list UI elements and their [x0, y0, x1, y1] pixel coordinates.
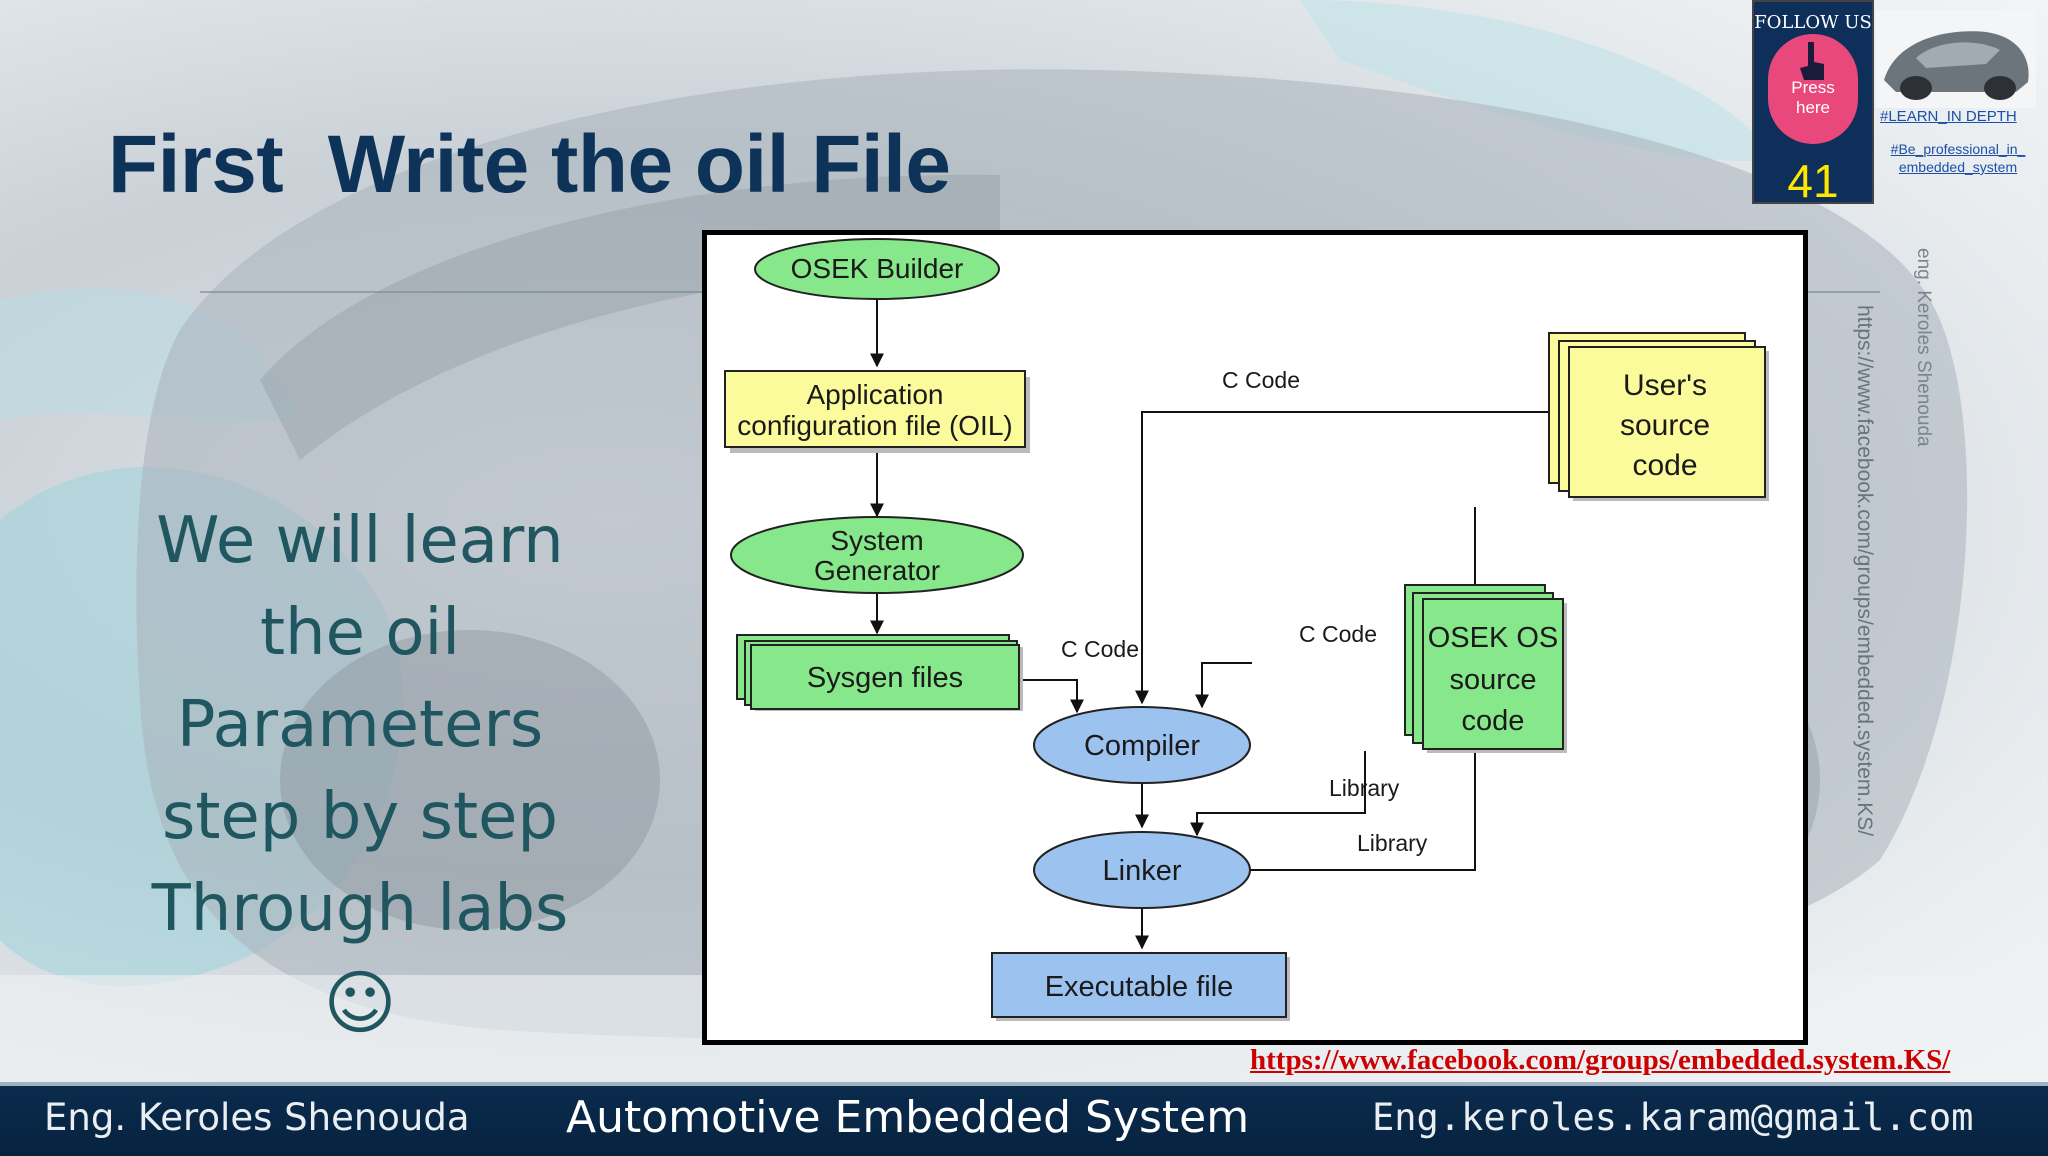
system-generator-node	[730, 516, 1024, 594]
vertical-name-watermark: eng. Keroles Shenouda	[1913, 248, 1934, 447]
users-source-label-1: User's	[1623, 369, 1707, 402]
compiler-label: Compiler	[1084, 730, 1200, 762]
footer-course: Automotive Embedded System	[566, 1092, 1250, 1143]
edge-label-library: Library	[1357, 830, 1428, 856]
body-line: Through labs	[151, 872, 569, 946]
slide-title: First Write the oil File	[108, 119, 951, 210]
users-source-label-3: code	[1632, 449, 1697, 482]
linker-node	[1033, 831, 1251, 909]
app-config-label-1: Application	[807, 379, 944, 410]
body-text: We will learn the oil Parameters step by…	[100, 495, 620, 1051]
osek-build-flow-diagram: OSEK Builder Application configuration f…	[702, 230, 1808, 1045]
sysgen-files-label: Sysgen files	[807, 662, 963, 694]
osek-os-label-3: code	[1462, 705, 1525, 737]
press-here-label: Press here	[1768, 78, 1858, 118]
hand-pointer-icon	[1800, 42, 1824, 80]
users-source-code-node	[1548, 332, 1769, 501]
tag-line: embedded_system	[1898, 159, 2018, 175]
smiley-icon: ☺	[323, 962, 397, 1044]
sysgen-files-node	[736, 634, 1023, 711]
edge-label-c-code: C Code	[1299, 621, 1377, 647]
system-generator-label-1: System	[830, 525, 923, 556]
body-line: step by step	[161, 780, 559, 854]
linker-label: Linker	[1103, 855, 1182, 887]
learn-in-depth-tag[interactable]: #LEARN_IN DEPTH	[1880, 108, 2017, 125]
edge-label-c-code: C Code	[1222, 367, 1300, 393]
footer-email: Eng.keroles.karam@gmail.com	[1372, 1096, 1974, 1139]
footer-author: Eng. Keroles Shenouda	[44, 1096, 470, 1139]
compiler-node	[1033, 706, 1251, 784]
executable-label: Executable file	[1045, 971, 1234, 1003]
follow-us-label: FOLLOW US	[1754, 12, 1872, 33]
osek-builder-label: OSEK Builder	[791, 253, 964, 284]
app-config-node	[724, 370, 1026, 448]
car-engine-thumbnail	[1876, 10, 2036, 108]
osek-builder-node	[754, 238, 1000, 300]
osek-os-source-node	[1404, 584, 1567, 753]
system-generator-label-2: Generator	[814, 555, 940, 586]
executable-node	[991, 952, 1287, 1018]
osek-os-label-1: OSEK OS	[1428, 622, 1559, 654]
footer-bar: Eng. Keroles Shenouda Automotive Embedde…	[0, 1082, 2048, 1156]
edge-label-c-code: C Code	[1061, 636, 1139, 662]
page-number: 41	[1787, 155, 1839, 207]
users-source-label-2: source	[1620, 409, 1710, 442]
body-line: the oil	[259, 596, 461, 670]
body-line: Parameters	[176, 688, 544, 762]
app-config-label-2: configuration file (OIL)	[737, 410, 1012, 441]
be-professional-tag[interactable]: #Be_professional_in_ embedded_system	[1878, 140, 2038, 176]
vertical-url-watermark: https://www.facebook.com/groups/embedded…	[1853, 305, 1876, 837]
follow-us-badge[interactable]: FOLLOW US Press here 41	[1752, 0, 1874, 207]
osek-os-label-2: source	[1449, 664, 1536, 696]
diagram-connectors	[870, 298, 1602, 950]
body-line: We will learn	[156, 504, 564, 578]
edge-label-library: Library	[1329, 775, 1400, 801]
press-label-line: Press	[1791, 78, 1835, 97]
press-label-line: here	[1795, 98, 1831, 117]
facebook-group-link[interactable]: https://www.facebook.com/groups/embedded…	[1250, 1044, 1951, 1076]
tag-line: #Be_professional_in_	[1890, 141, 2026, 157]
